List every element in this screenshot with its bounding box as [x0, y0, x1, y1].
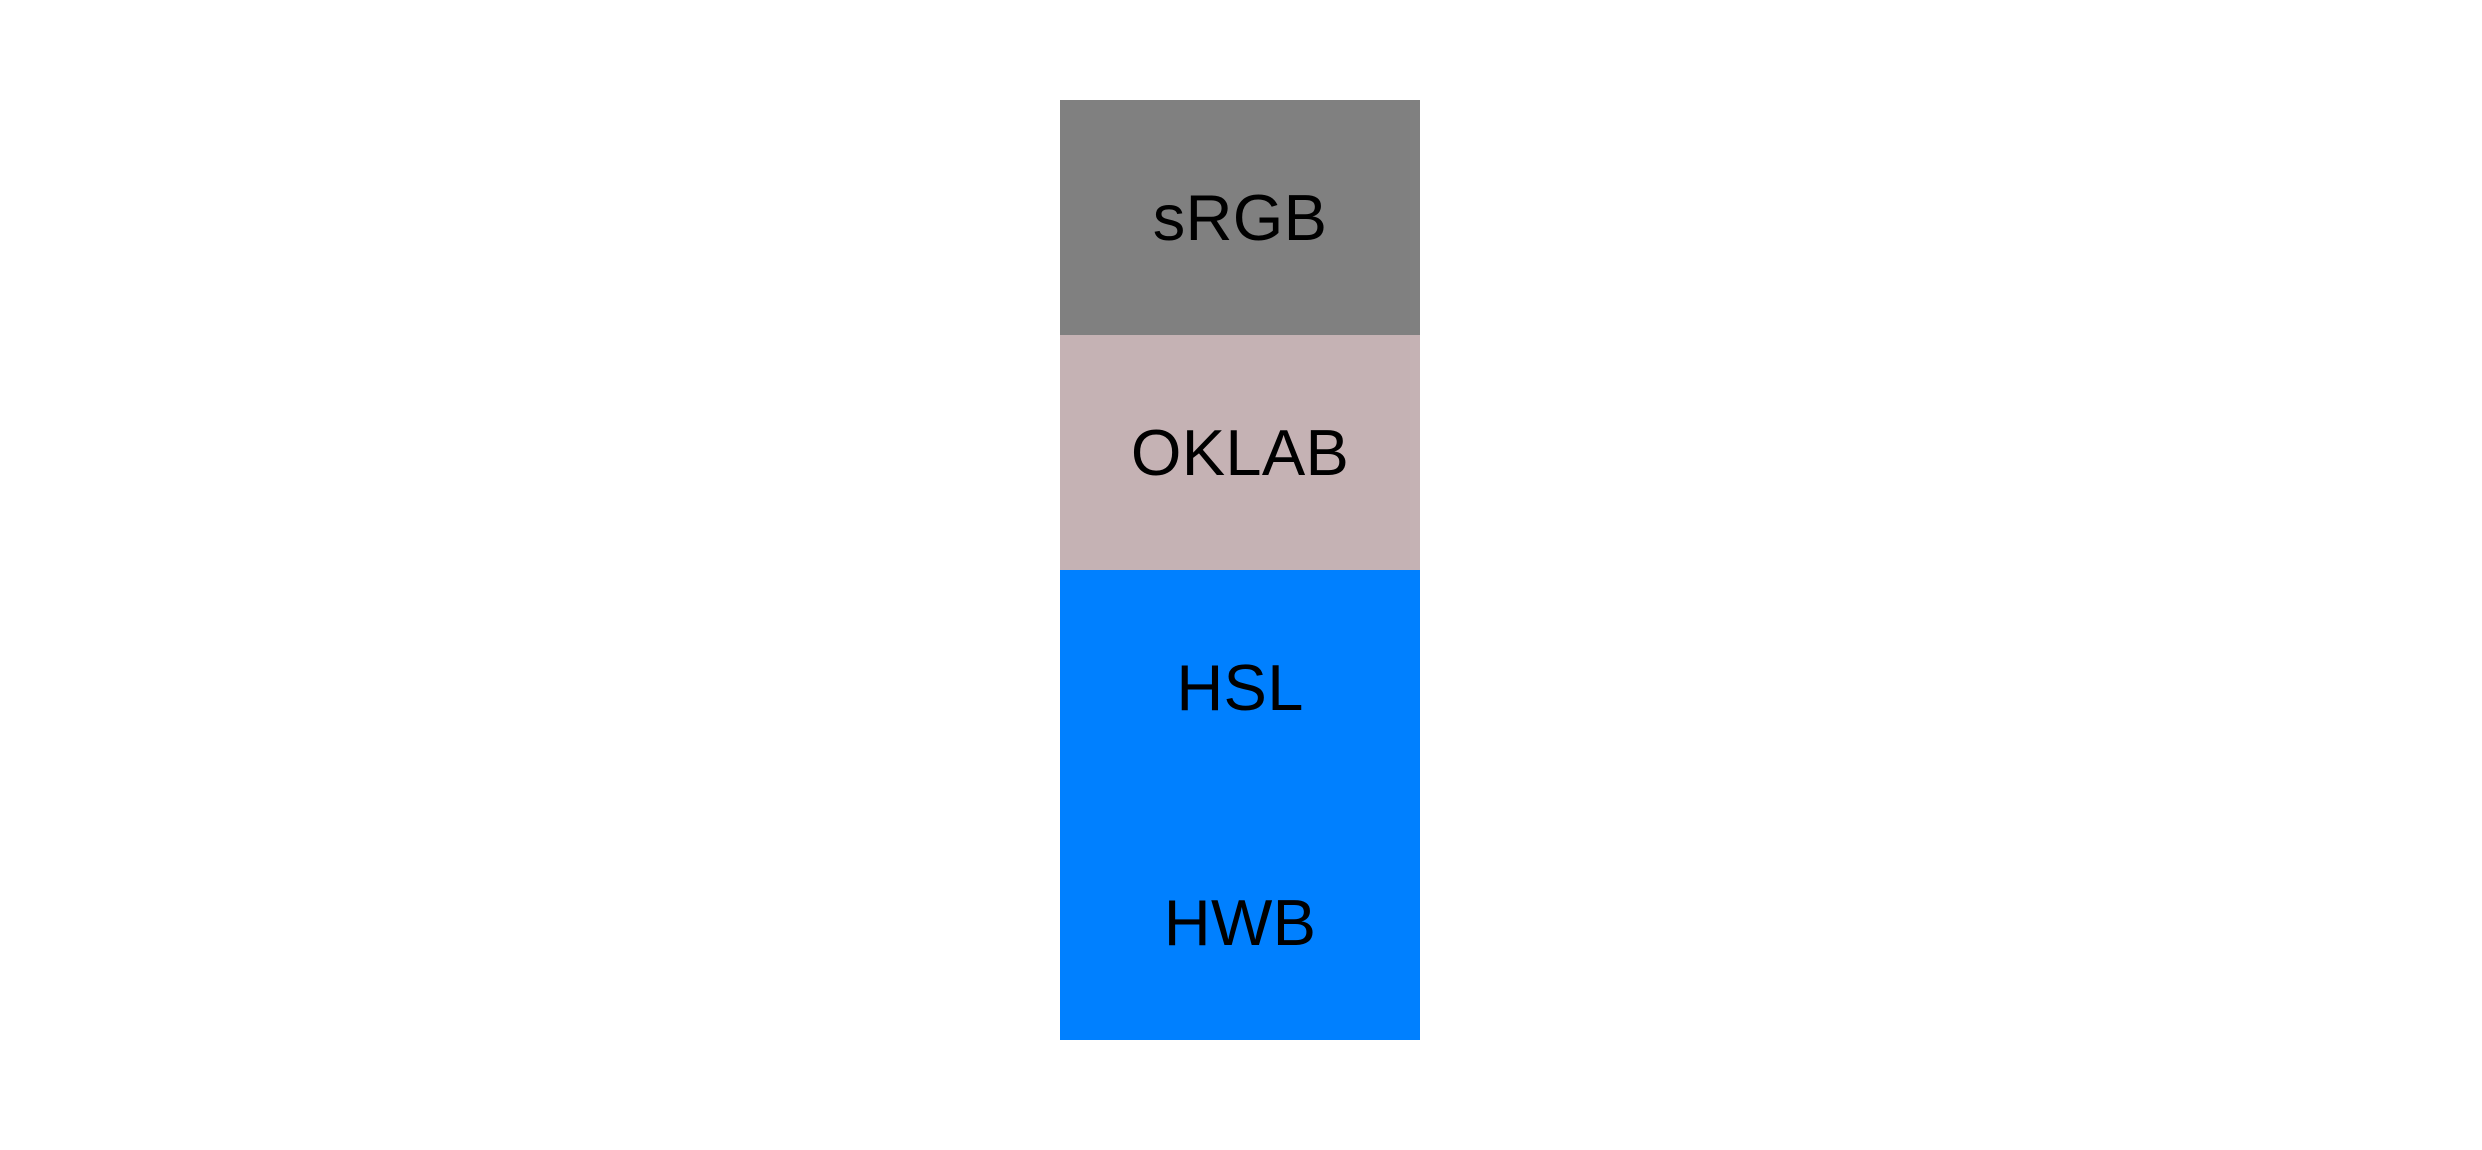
- swatch-label-oklab: OKLAB: [1130, 416, 1350, 489]
- swatch-hwb[interactable]: HWB: [1060, 805, 1420, 1040]
- color-space-swatch-stack: sRGB OKLAB HSL HWB: [1060, 100, 1420, 1040]
- swatch-oklab[interactable]: OKLAB: [1060, 335, 1420, 570]
- swatch-label-srgb: sRGB: [1152, 181, 1328, 254]
- swatch-label-hsl: HSL: [1176, 651, 1304, 724]
- swatch-label-hwb: HWB: [1163, 886, 1317, 959]
- swatch-srgb[interactable]: sRGB: [1060, 100, 1420, 335]
- swatch-hsl[interactable]: HSL: [1060, 570, 1420, 805]
